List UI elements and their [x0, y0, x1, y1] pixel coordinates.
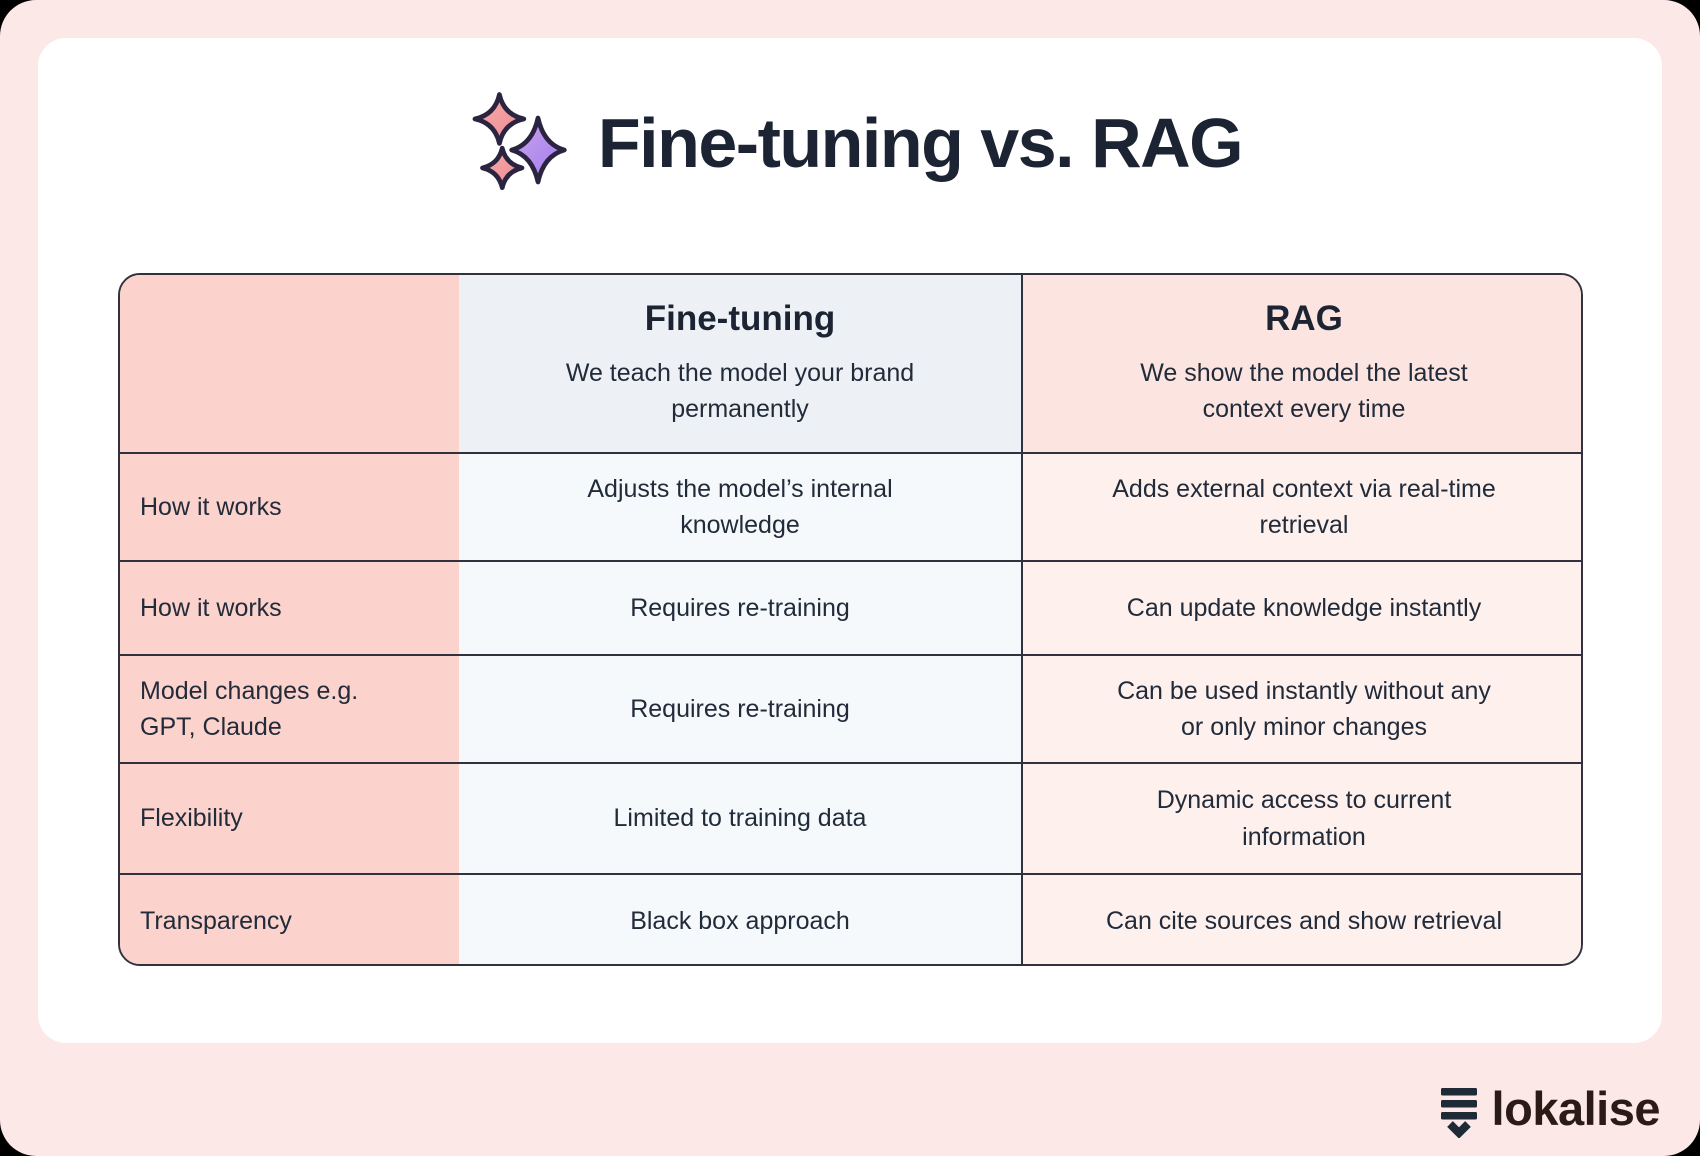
column-header-rag: RAG We show the model the latest context… — [1021, 275, 1581, 452]
column-header-fine-tuning: Fine-tuning We teach the model your bran… — [459, 275, 1021, 452]
rag-cell: Can update knowledge instantly — [1021, 560, 1581, 654]
row-label: Flexibility — [120, 762, 459, 873]
lokalise-mark-icon — [1440, 1087, 1477, 1138]
rag-cell: Can be used instantly without any or onl… — [1021, 654, 1581, 762]
comparison-table: Fine-tuning We teach the model your bran… — [118, 273, 1583, 966]
fine-tuning-cell: Requires re-training — [459, 560, 1021, 654]
row-label: Model changes e.g. GPT, Claude — [120, 654, 459, 762]
fine-tuning-cell: Requires re-training — [459, 654, 1021, 762]
fine-tuning-cell: Limited to training data — [459, 762, 1021, 873]
row-label: How it works — [120, 452, 459, 560]
title-row: Fine-tuning vs. RAG — [38, 90, 1662, 195]
row-label: Transparency — [120, 873, 459, 964]
column-subtitle-fine-tuning: We teach the model your brand permanentl… — [565, 358, 915, 423]
row-label: How it works — [120, 560, 459, 654]
fine-tuning-cell: Black box approach — [459, 873, 1021, 964]
sparkles-icon — [472, 92, 567, 191]
rag-cell: Adds external context via real-time retr… — [1021, 452, 1581, 560]
rag-cell: Dynamic access to current information — [1021, 762, 1581, 873]
content-card: Fine-tuning vs. RAG Fine-tuning We teach… — [38, 38, 1662, 1043]
lokalise-logo: lokalise — [1440, 1082, 1661, 1138]
table-corner-cell — [120, 275, 459, 452]
column-title-fine-tuning: Fine-tuning — [644, 299, 836, 338]
column-subtitle-rag: We show the model the latest context eve… — [1140, 358, 1468, 423]
rag-cell: Can cite sources and show retrieval — [1021, 873, 1581, 964]
column-title-rag: RAG — [1265, 299, 1343, 338]
fine-tuning-cell: Adjusts the model’s internal knowledge — [459, 452, 1021, 560]
page-title: Fine-tuning vs. RAG — [597, 103, 1244, 182]
lokalise-wordmark: lokalise — [1491, 1082, 1661, 1135]
